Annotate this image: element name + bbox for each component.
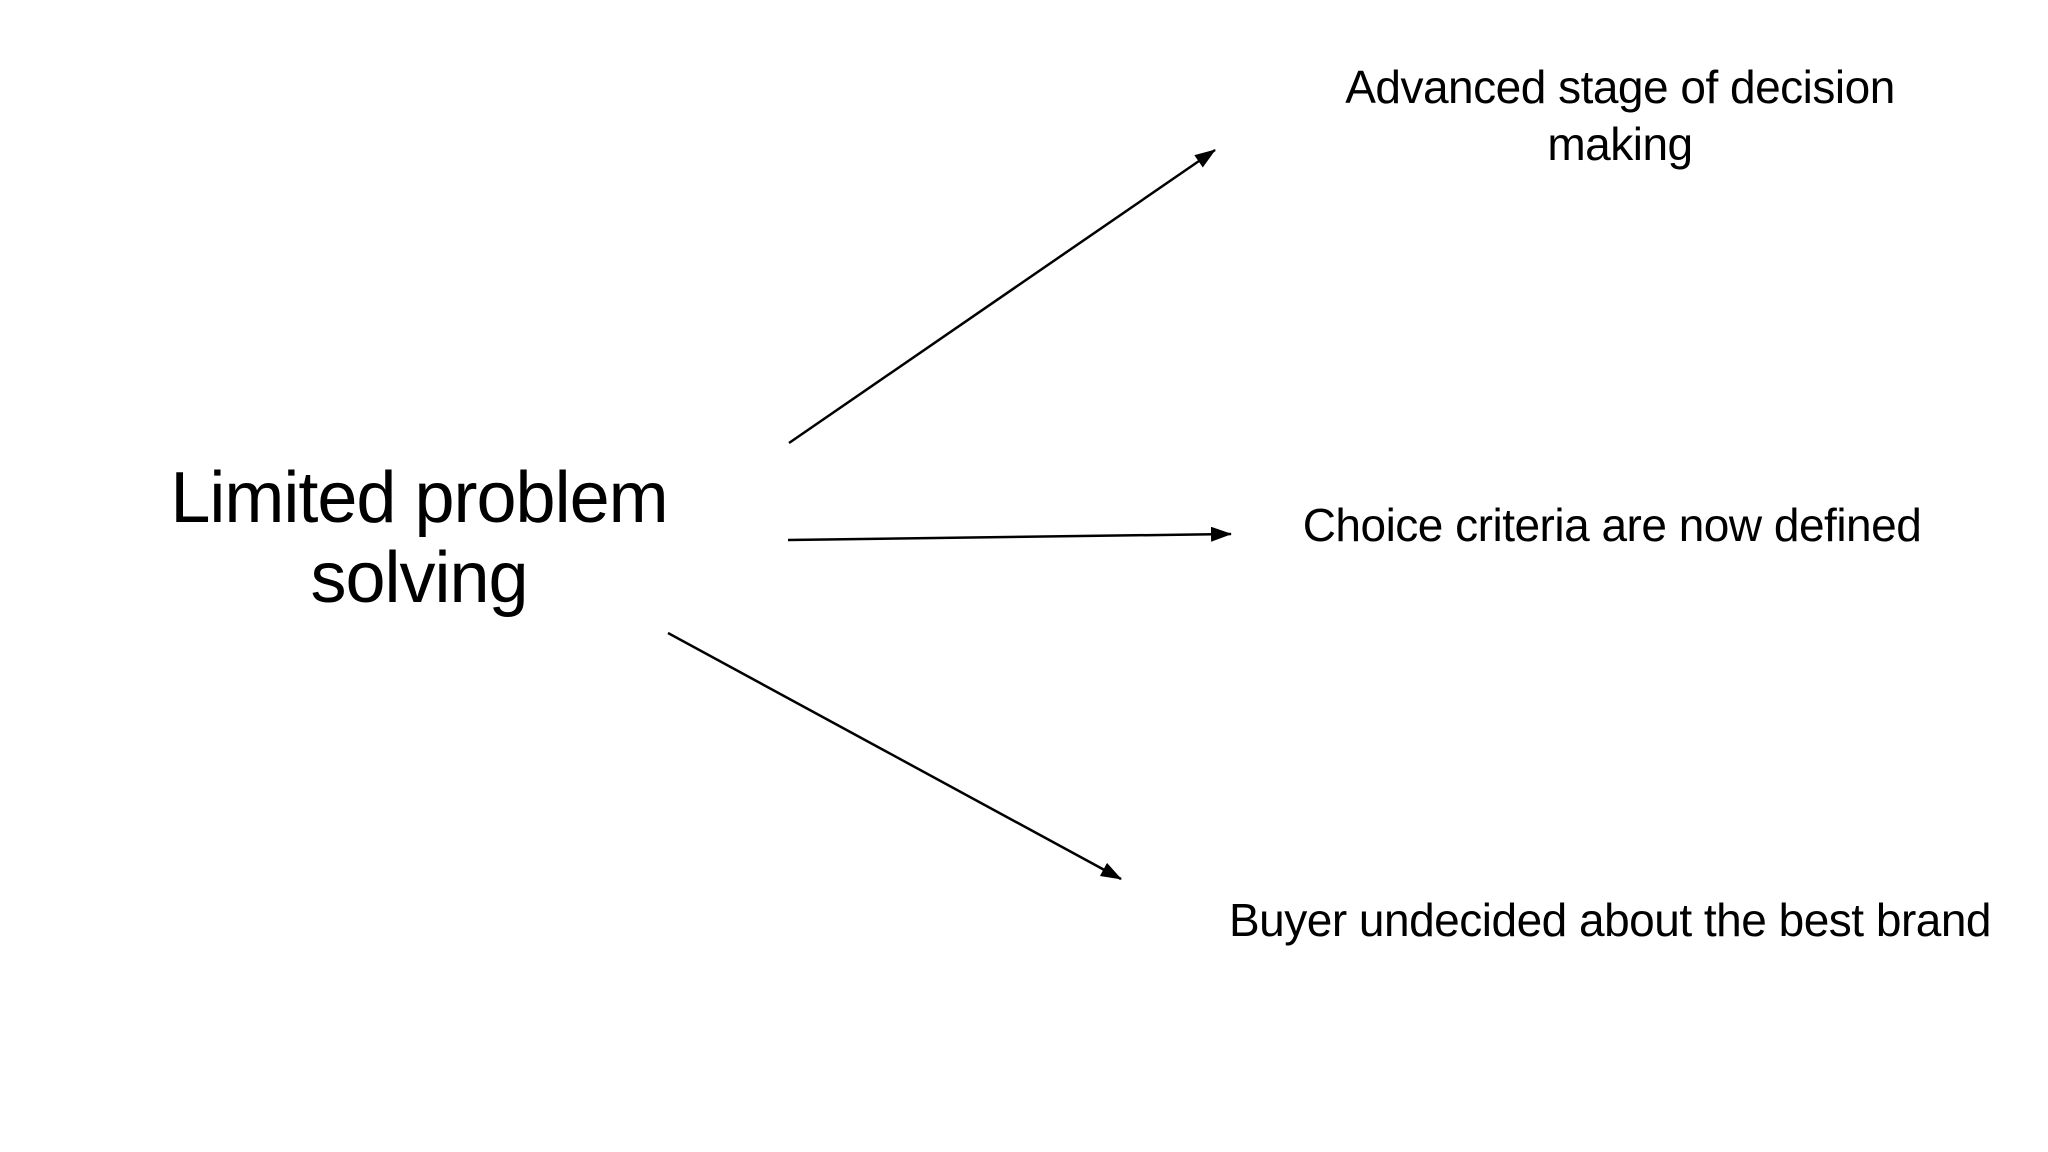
branch-label-buyer-undecided: Buyer undecided about the best brand [1228, 894, 1992, 946]
arrow-to-buyer-undecided [667, 631, 1122, 881]
branch-label-advanced-stage: Advanced stage of decision making [1345, 61, 1895, 170]
branch-label-choice-criteria: Choice criteria are now defined [1302, 499, 1922, 551]
arrow-to-advanced-stage [788, 148, 1216, 445]
root-node-limited-problem-solving: Limited problem solving [170, 458, 668, 618]
arrow-to-choice-criteria [787, 526, 1232, 542]
